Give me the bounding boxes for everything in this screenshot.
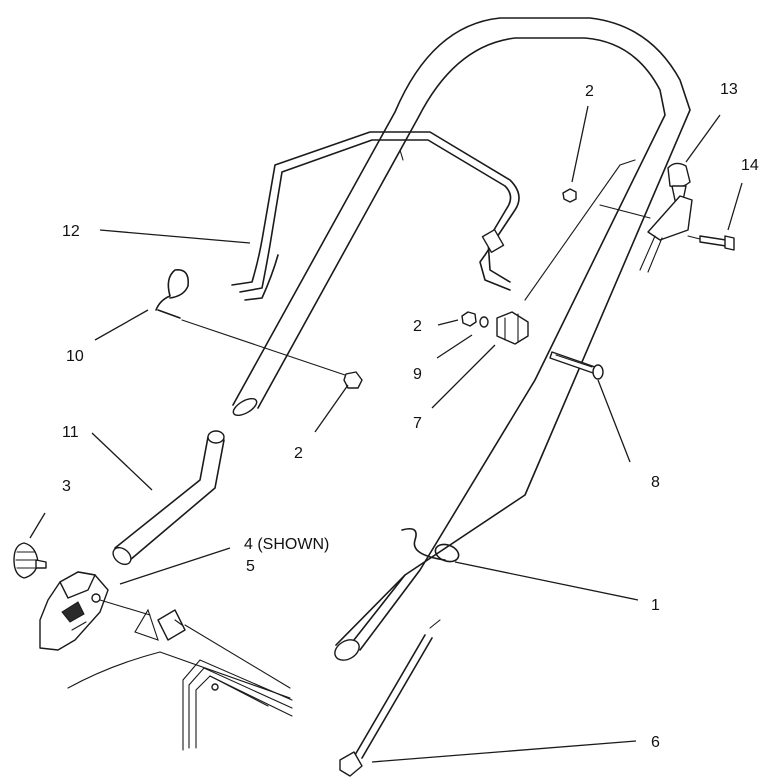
callout-13: 13: [720, 81, 738, 98]
callout-7: 7: [413, 415, 422, 432]
callout-8: 8: [651, 474, 660, 491]
carriage-bolt: [549, 351, 604, 380]
cable-tie-loop: [401, 527, 460, 563]
callout-2-middle: 2: [413, 318, 422, 335]
callout-2-top: 2: [585, 83, 594, 100]
washer: [479, 316, 489, 328]
handle-knob: [13, 542, 47, 579]
callout-14: 14: [741, 157, 759, 174]
callout-4-shown: 4 (SHOWN): [244, 536, 329, 553]
control-bail-bar: [231, 131, 520, 301]
nut-top: [562, 188, 577, 203]
callout-labels: 12 10 2 11 3 4 (SHOWN) 5 2 9 7 8 2 13 14…: [62, 81, 759, 751]
callout-9: 9: [413, 366, 422, 383]
callout-6: 6: [651, 734, 660, 751]
callout-1: 1: [651, 597, 660, 614]
upper-handle-tube: [232, 17, 691, 661]
bail-lower-detail: [399, 149, 636, 301]
mower-deck-fragment: [67, 608, 293, 751]
callout-3: 3: [62, 478, 71, 495]
callout-11: 11: [62, 424, 79, 441]
callout-10: 10: [66, 348, 84, 365]
throttle-control-bracket: [599, 162, 693, 273]
callout-12: 12: [62, 223, 80, 240]
handle-pin: [155, 269, 346, 376]
callout-5: 5: [246, 558, 255, 575]
nut-lower: [343, 371, 363, 389]
control-cable: [339, 619, 441, 777]
callout-2-lower: 2: [294, 445, 303, 462]
handle-bracket: [39, 571, 151, 651]
lower-handle-tube: [112, 430, 225, 566]
leader-lines: [29, 105, 743, 763]
bracket-bolt: [687, 235, 735, 251]
cable-clip: [496, 311, 529, 345]
nut-middle: [461, 311, 477, 327]
